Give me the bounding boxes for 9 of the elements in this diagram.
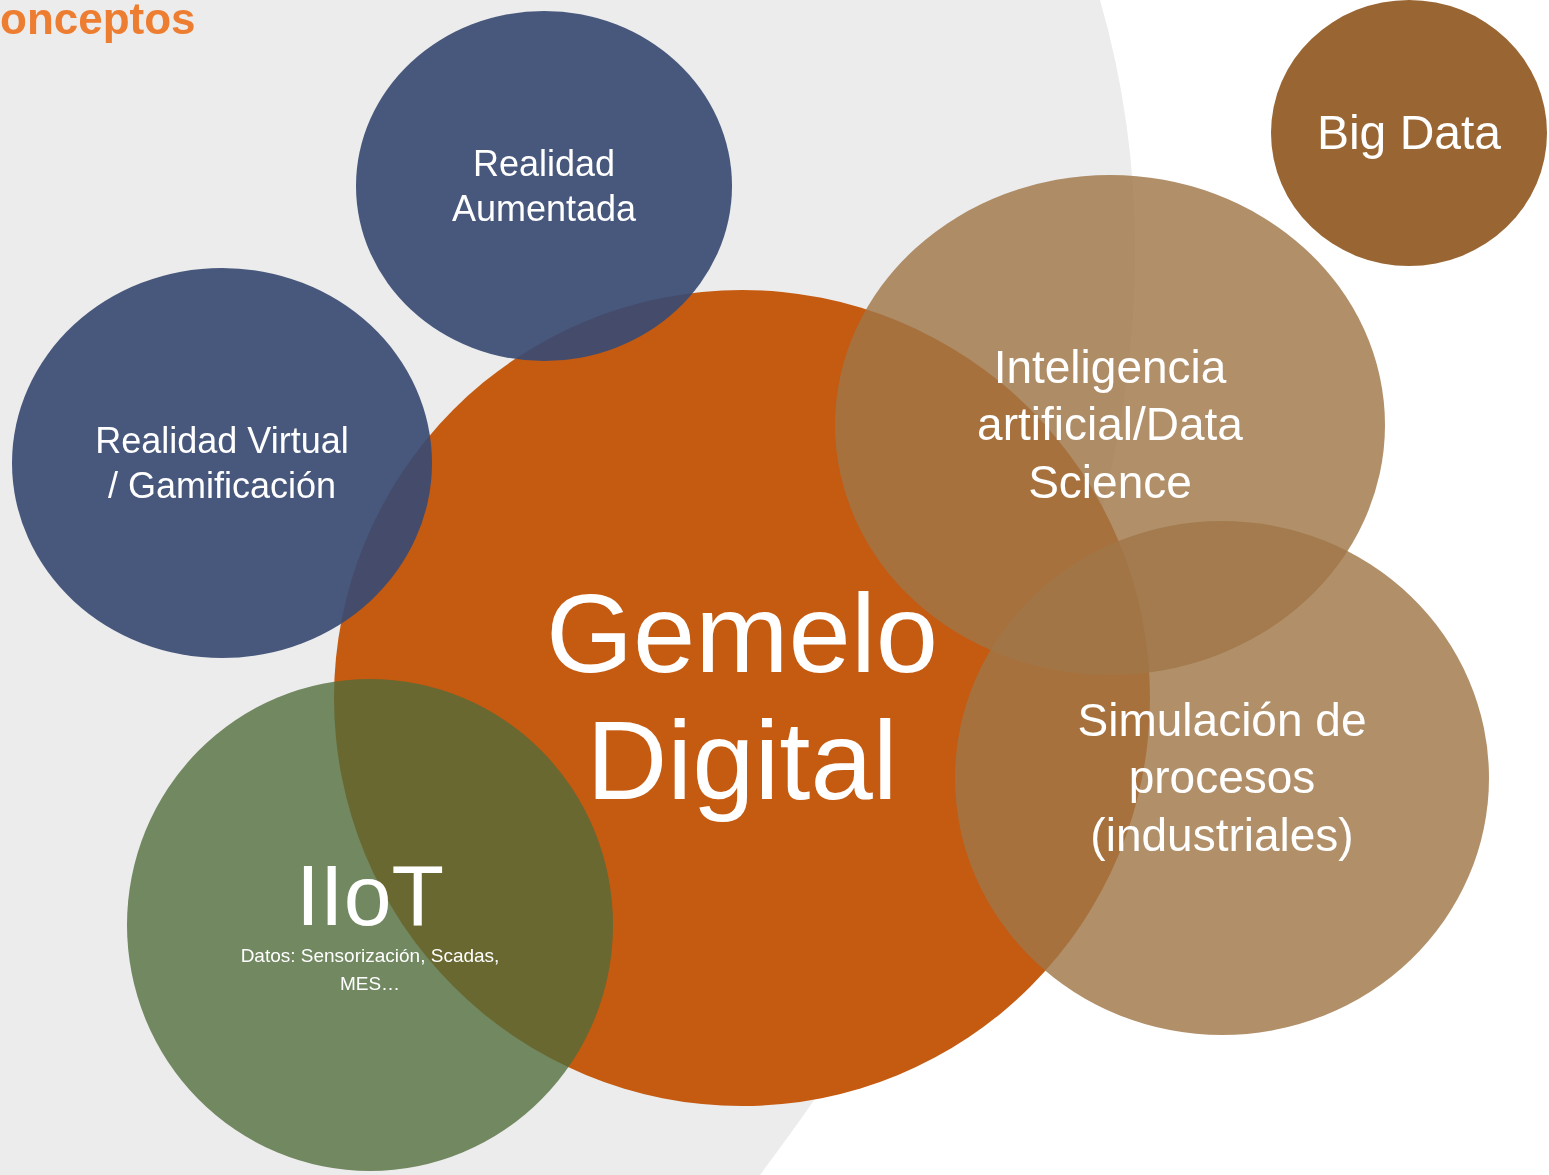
concept-label: Realidad Virtual / Gamificación bbox=[94, 419, 350, 508]
concept-label: Realidad Aumentada bbox=[450, 142, 638, 231]
concept-label: IIoT bbox=[294, 851, 446, 938]
concept-label: Simulación de procesos (industriales) bbox=[1076, 692, 1368, 863]
concept-label: Big Data bbox=[1315, 106, 1503, 160]
concept-label: Gemelo Digital bbox=[544, 571, 940, 825]
concept-description: Datos: Sensorización, Scadas, MES… bbox=[239, 943, 501, 996]
concept-label: Inteligencia artificial/Data Science bbox=[976, 339, 1244, 510]
title: onceptos bbox=[0, 0, 196, 44]
